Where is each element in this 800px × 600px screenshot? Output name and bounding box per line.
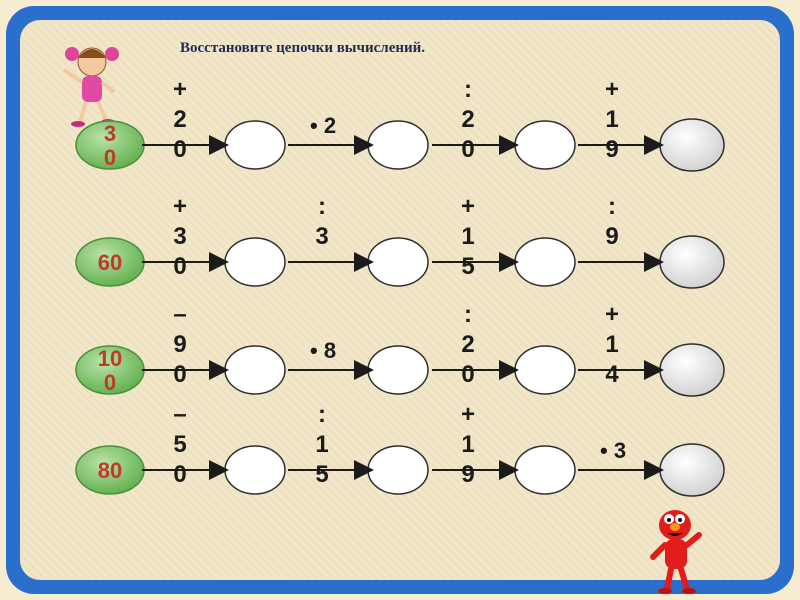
operation-label: 0 <box>173 461 186 488</box>
operation-label: 3 <box>173 223 186 250</box>
operation-label: • 8 <box>310 338 336 363</box>
start-value-text: 80 <box>98 458 122 483</box>
operation-label: 3 <box>315 223 328 250</box>
answer-circle[interactable] <box>367 120 429 170</box>
operation-label: + <box>461 193 475 220</box>
operation-label: 5 <box>173 431 186 458</box>
operation-label: • 2 <box>310 113 336 138</box>
operation-label: 4 <box>605 361 619 388</box>
operation-label: : <box>464 76 472 103</box>
start-value-text: 10 <box>98 346 122 371</box>
answer-circle[interactable] <box>514 345 576 395</box>
operation-label: 5 <box>461 253 474 280</box>
operation-label: 1 <box>605 106 618 133</box>
girl-character-icon <box>62 47 119 127</box>
operation-label: 1 <box>461 223 474 250</box>
operation-label: + <box>605 301 619 328</box>
operation-label: 9 <box>605 223 618 250</box>
operation-label: : <box>608 193 616 220</box>
operation-label: : <box>318 193 326 220</box>
final-answer-circle[interactable] <box>659 343 725 397</box>
operation-label: 2 <box>461 106 474 133</box>
operation-label: – <box>173 301 186 328</box>
operation-label: + <box>461 401 475 428</box>
operation-label: : <box>464 301 472 328</box>
operation-label: 0 <box>173 253 186 280</box>
operation-label: 9 <box>173 331 186 358</box>
operation-label: 1 <box>315 431 328 458</box>
final-answer-circle[interactable] <box>659 235 725 289</box>
operation-label: • 3 <box>600 438 626 463</box>
answer-circle[interactable] <box>224 237 286 287</box>
operation-label: 9 <box>461 461 474 488</box>
operation-label: + <box>605 76 619 103</box>
answer-circle[interactable] <box>224 345 286 395</box>
operation-label: 1 <box>605 331 618 358</box>
start-value-text: 60 <box>98 250 122 275</box>
operation-label: : <box>318 401 326 428</box>
operation-label: 2 <box>173 106 186 133</box>
answer-circle[interactable] <box>367 445 429 495</box>
page-title: Восстановите цепочки вычислений. <box>180 40 426 56</box>
operation-label: 0 <box>461 361 474 388</box>
operation-label: + <box>173 76 187 103</box>
final-answer-circle[interactable] <box>659 443 725 497</box>
final-answer-circle[interactable] <box>659 118 725 172</box>
operation-label: – <box>173 401 186 428</box>
operation-label: 0 <box>173 361 186 388</box>
elmo-character-icon <box>650 510 702 594</box>
answer-circle[interactable] <box>367 237 429 287</box>
answer-circle[interactable] <box>514 237 576 287</box>
answer-circle[interactable] <box>514 445 576 495</box>
start-value-text: 0 <box>104 370 116 395</box>
operation-label: + <box>173 193 187 220</box>
start-value-text: 0 <box>104 145 116 170</box>
operation-label: 0 <box>461 136 474 163</box>
answer-circle[interactable] <box>367 345 429 395</box>
blue-frame <box>6 6 794 594</box>
operation-label: 5 <box>315 461 328 488</box>
operation-label: 2 <box>461 331 474 358</box>
operation-label: 1 <box>461 431 474 458</box>
answer-circle[interactable] <box>224 120 286 170</box>
operation-label: 9 <box>605 136 618 163</box>
answer-circle[interactable] <box>514 120 576 170</box>
answer-circle[interactable] <box>224 445 286 495</box>
operation-label: 0 <box>173 136 186 163</box>
start-value-text: 3 <box>104 121 116 146</box>
frame-inner <box>20 20 780 580</box>
